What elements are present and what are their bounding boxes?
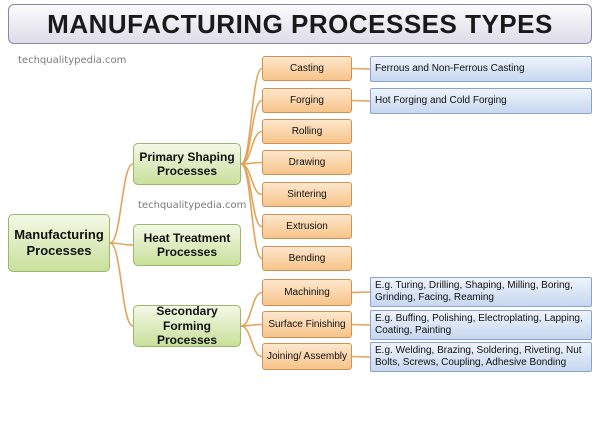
description-text: Ferrous and Non-Ferrous Casting xyxy=(375,62,525,74)
description-text: E.g. Welding, Brazing, Soldering, Riveti… xyxy=(375,344,582,369)
process-label: Extrusion xyxy=(286,220,328,232)
connector-description-3 xyxy=(351,323,371,326)
process-label: Machining xyxy=(284,286,330,298)
process-label: Joining/ Assembly xyxy=(266,350,348,362)
connector-primary-0 xyxy=(240,67,263,165)
description-machining: E.g. Turing, Drilling, Shaping, Milling,… xyxy=(370,277,592,307)
connector-primary-5 xyxy=(240,163,263,228)
process-label: Sintering xyxy=(287,188,327,200)
process-rolling: Rolling xyxy=(262,119,352,144)
connector-primary-4 xyxy=(240,163,263,196)
process-casting: Casting xyxy=(262,56,352,81)
process-surface-finishing: Surface Finishing xyxy=(262,311,352,338)
process-sintering: Sintering xyxy=(262,182,352,207)
connector-root-category-1 xyxy=(109,242,134,246)
category-label: Heat Treatment Processes xyxy=(143,230,231,259)
connector-primary-1 xyxy=(240,99,263,165)
root-node-manufacturing-processes: Manufacturing Processes xyxy=(8,214,110,272)
process-label: Bending xyxy=(288,252,326,264)
process-label: Surface Finishing xyxy=(268,318,346,330)
description-text: Hot Forging and Cold Forging xyxy=(375,94,507,106)
category-heat-treatment: Heat Treatment Processes xyxy=(133,224,241,266)
watermark-middle: techqualitypedia.com xyxy=(138,200,247,211)
description-text: E.g. Buffing, Polishing, Electroplating,… xyxy=(375,312,583,337)
process-bending: Bending xyxy=(262,246,352,271)
connector-root-category-2 xyxy=(109,242,134,327)
process-extrusion: Extrusion xyxy=(262,214,352,239)
process-drawing: Drawing xyxy=(262,150,352,175)
description-forging: Hot Forging and Cold Forging xyxy=(370,88,592,114)
connector-secondary-2 xyxy=(240,325,263,358)
connector-primary-2 xyxy=(240,130,263,165)
page-title: MANUFACTURING PROCESSES TYPES xyxy=(47,8,553,39)
connector-description-0 xyxy=(351,67,371,70)
process-label: Forging xyxy=(290,94,324,106)
connector-description-4 xyxy=(351,355,371,358)
connector-primary-3 xyxy=(240,161,263,165)
process-joining-assembly: Joining/ Assembly xyxy=(262,343,352,370)
connector-secondary-1 xyxy=(240,323,263,327)
category-secondary-forming: Secondary Forming Processes xyxy=(133,304,241,348)
category-label: Primary Shaping Processes xyxy=(139,149,235,178)
connector-secondary-0 xyxy=(240,291,263,327)
category-label: Secondary Forming Processes xyxy=(156,304,218,348)
process-label: Drawing xyxy=(288,156,326,168)
connector-description-2 xyxy=(351,291,371,294)
title-banner: MANUFACTURING PROCESSES TYPES xyxy=(8,4,592,44)
process-machining: Machining xyxy=(262,279,352,306)
process-forging: Forging xyxy=(262,88,352,113)
process-label: Rolling xyxy=(291,125,323,137)
connector-description-1 xyxy=(351,99,371,102)
description-surface-finishing: E.g. Buffing, Polishing, Electroplating,… xyxy=(370,310,592,340)
connector-primary-6 xyxy=(240,163,263,260)
root-node-label: Manufacturing Processes xyxy=(14,227,104,258)
description-casting: Ferrous and Non-Ferrous Casting xyxy=(370,56,592,82)
connector-root-category-0 xyxy=(109,163,134,244)
watermark-top: techqualitypedia.com xyxy=(18,55,127,66)
description-joining-assembly: E.g. Welding, Brazing, Soldering, Riveti… xyxy=(370,342,592,372)
description-text: E.g. Turing, Drilling, Shaping, Milling,… xyxy=(375,279,573,304)
category-primary-shaping: Primary Shaping Processes xyxy=(133,143,241,185)
process-label: Casting xyxy=(290,62,324,74)
